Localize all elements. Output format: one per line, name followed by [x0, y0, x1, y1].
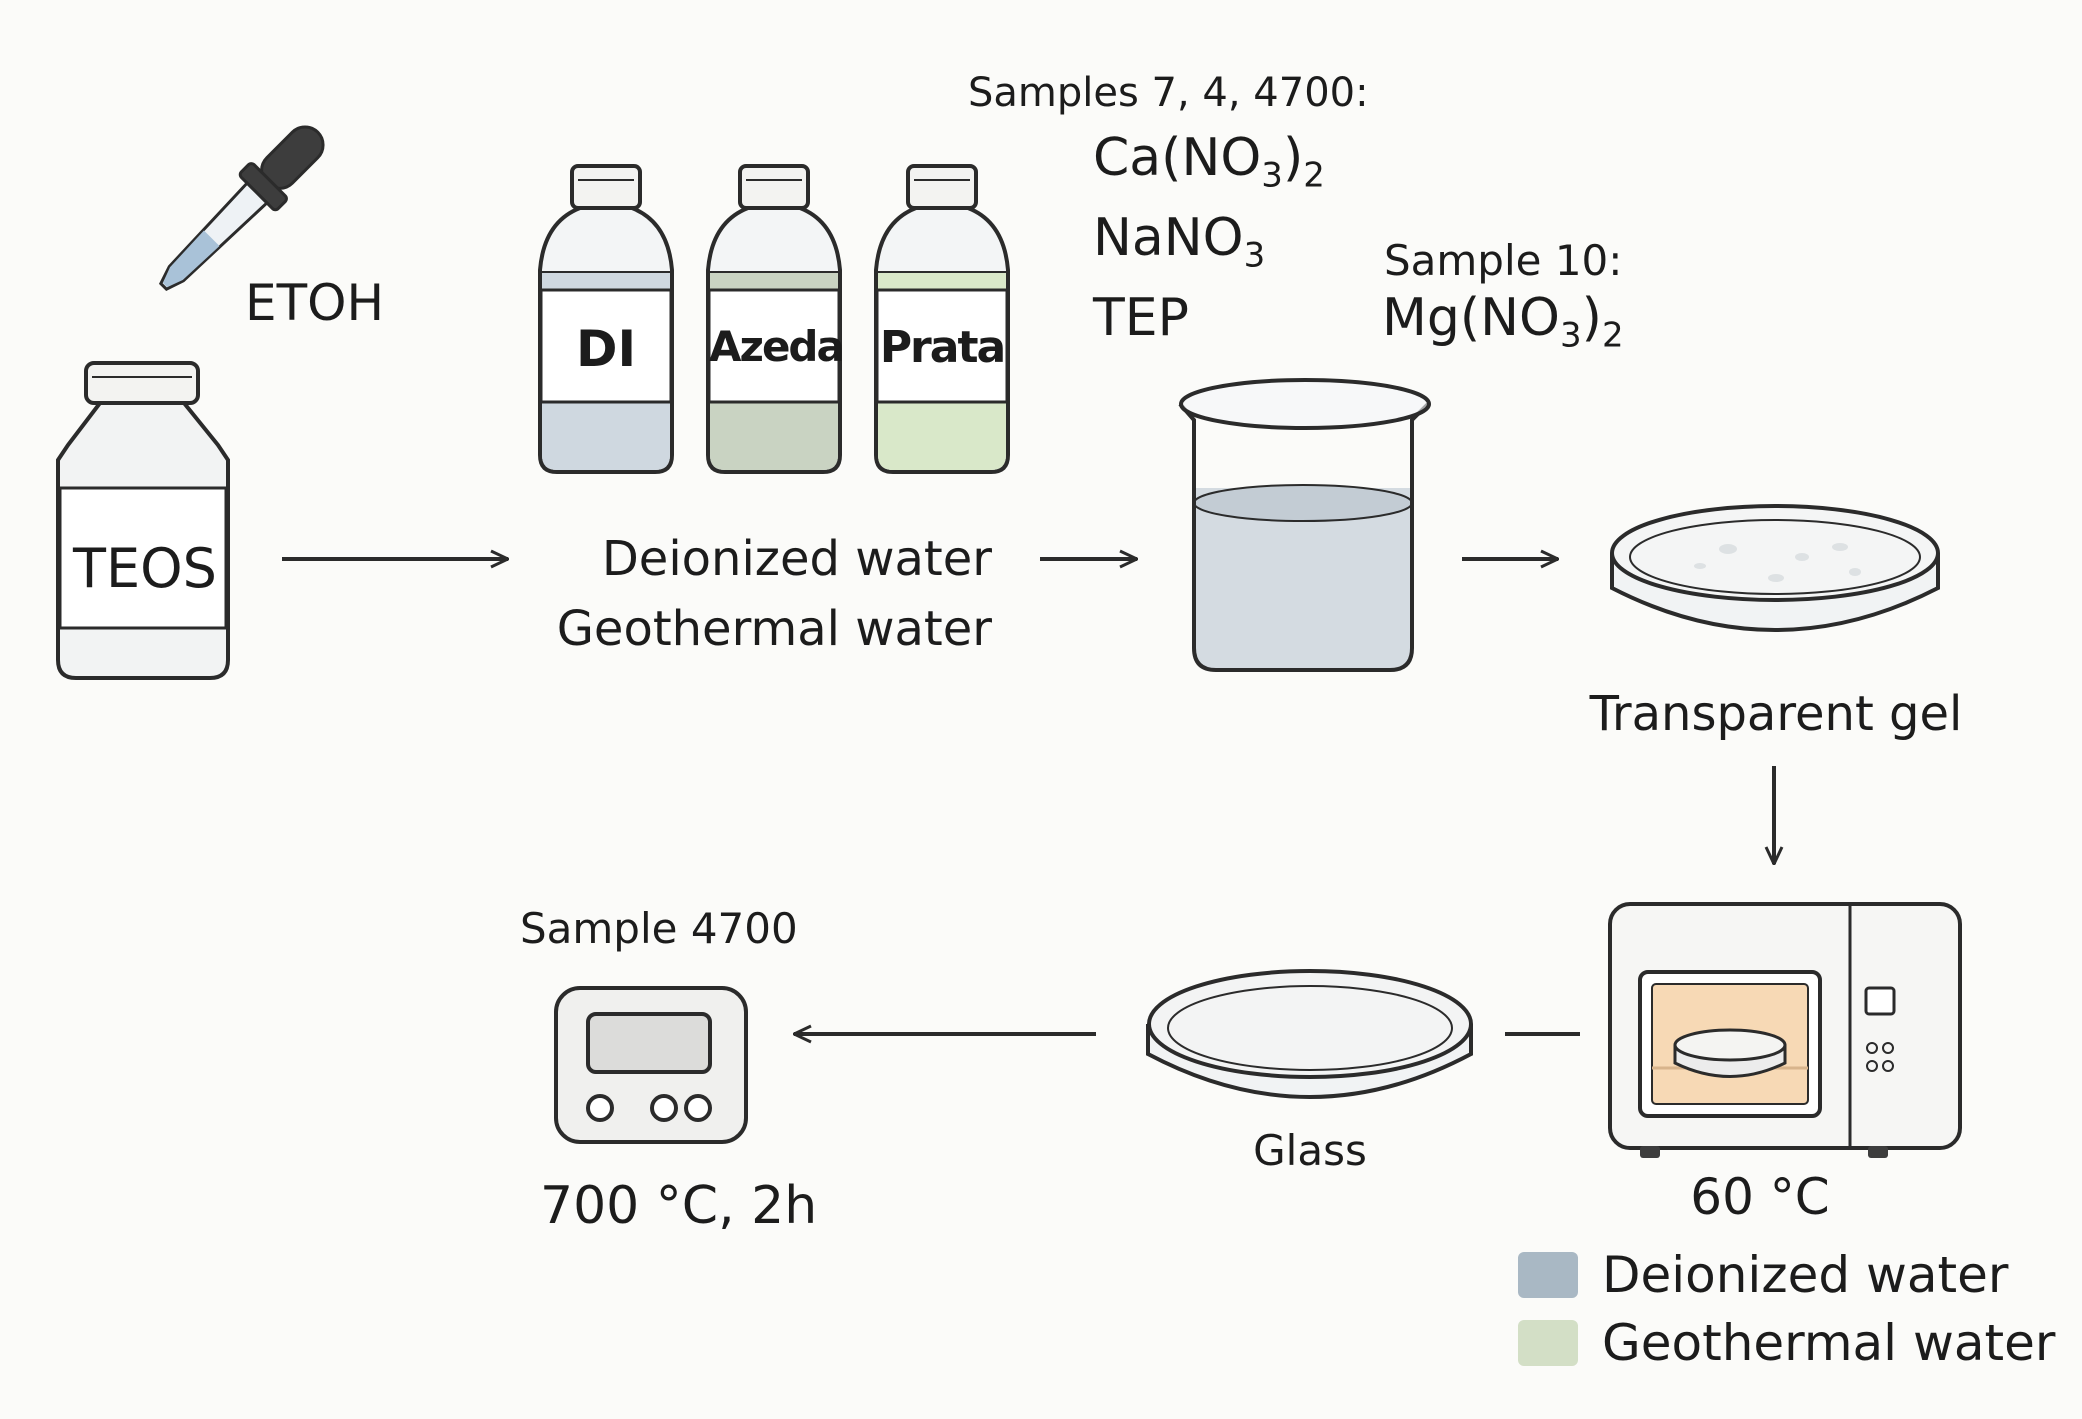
- water-label-geothermal: Geothermal water: [556, 601, 992, 657]
- chemical-nano3-base: NaNO: [1093, 208, 1244, 268]
- chemical-ca-no3-sub: 3: [1261, 155, 1283, 196]
- chemical-mg-no3-sub: 3: [1560, 315, 1582, 356]
- chemical-mg-no3-sub2: 2: [1601, 315, 1624, 356]
- teos-label: TEOS: [73, 537, 217, 600]
- chemical-nano3: NaNO3: [1093, 212, 1265, 272]
- samples-b-header: Sample 10:: [1384, 236, 1623, 285]
- chemical-ca-no3-base: Ca(NO: [1093, 128, 1262, 188]
- teos-jar-icon: [56, 361, 230, 680]
- bottle-label-azeda: Azeda: [709, 322, 845, 371]
- oven-temperature-label: 60 °C: [1690, 1168, 1830, 1226]
- chemical-mg-no3: Mg(NO3)2: [1382, 292, 1624, 352]
- chemical-nano3-sub: 3: [1243, 235, 1266, 276]
- chemical-ca-no3-close: ): [1282, 128, 1304, 188]
- legend-swatch-geothermal: [1518, 1320, 1578, 1366]
- petri-dish-icon-glass: [1146, 969, 1473, 1099]
- chemical-mg-no3-close: ): [1581, 288, 1602, 348]
- glass-label: Glass: [1253, 1126, 1367, 1175]
- legend-swatch-deionized: [1518, 1252, 1578, 1298]
- gel-label: Transparent gel: [1589, 686, 1963, 742]
- dropper-icon: [158, 125, 325, 292]
- bottle-icon-azeda: [706, 164, 842, 474]
- petri-dish-icon-gel: [1610, 504, 1940, 632]
- furnace-sample-label: Sample 4700: [520, 904, 798, 953]
- legend-label-geothermal: Geothermal water: [1602, 1314, 2056, 1372]
- bottle-icon-prata: [874, 164, 1010, 474]
- beaker-icon: [1178, 378, 1431, 672]
- chemical-tep: TEP: [1093, 288, 1189, 348]
- oven-icon: [1608, 902, 1962, 1158]
- bottle-label-prata: Prata: [879, 322, 1006, 373]
- bottle-icon-di: [538, 164, 674, 474]
- chemical-ca-no3: Ca(NO3)2: [1093, 132, 1325, 192]
- furnace-condition-label: 700 °C, 2h: [540, 1176, 818, 1236]
- chemical-ca-no3-sub2: 2: [1303, 155, 1325, 196]
- etoh-label: ETOH: [245, 274, 385, 332]
- samples-a-header: Samples 7, 4, 4700:: [968, 70, 1369, 116]
- chemical-mg-no3-base: Mg(NO: [1382, 288, 1560, 348]
- bottle-label-di: DI: [575, 320, 637, 378]
- legend-label-deionized: Deionized water: [1602, 1246, 2009, 1304]
- water-label-deionized: Deionized water: [601, 531, 992, 587]
- furnace-icon: [554, 986, 748, 1144]
